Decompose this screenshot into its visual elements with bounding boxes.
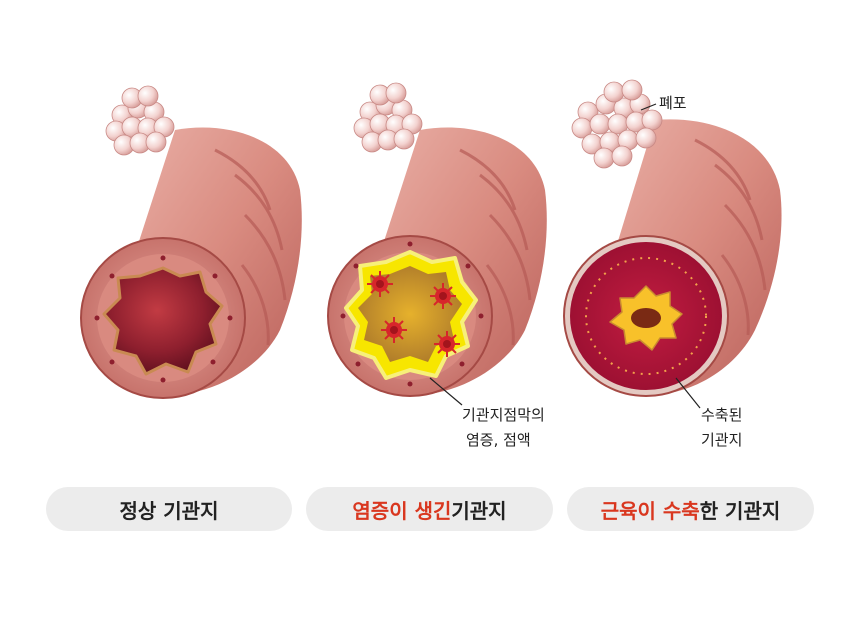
caption-normal-text: 정상 기관지: [119, 498, 219, 523]
normal-bronchus: [80, 85, 302, 399]
caption-inflamed-text: 기관지: [451, 498, 507, 523]
mucosa-label-line2: 염증, 점액: [466, 431, 531, 449]
constricted-bronchus: [563, 79, 782, 409]
caption-constricted-highlight: 근육이 수축: [600, 498, 700, 523]
caption-inflamed-highlight: 염증이 생긴: [352, 498, 452, 523]
constricted-label-line1: 수축된: [701, 406, 743, 424]
caption-normal: 정상 기관지: [46, 487, 292, 531]
alveoli-cluster: [353, 82, 423, 153]
alveoli-label: 폐포: [659, 94, 687, 112]
alveoli-cluster: [105, 85, 175, 156]
caption-constricted-text: 한 기관지: [699, 498, 781, 523]
constricted-label-line2: 기관지: [701, 431, 743, 449]
mucosa-label-line1: 기관지점막의: [462, 406, 545, 424]
caption-inflamed: 염증이 생긴 기관지: [306, 487, 553, 531]
inflamed-bronchus: [327, 82, 547, 406]
